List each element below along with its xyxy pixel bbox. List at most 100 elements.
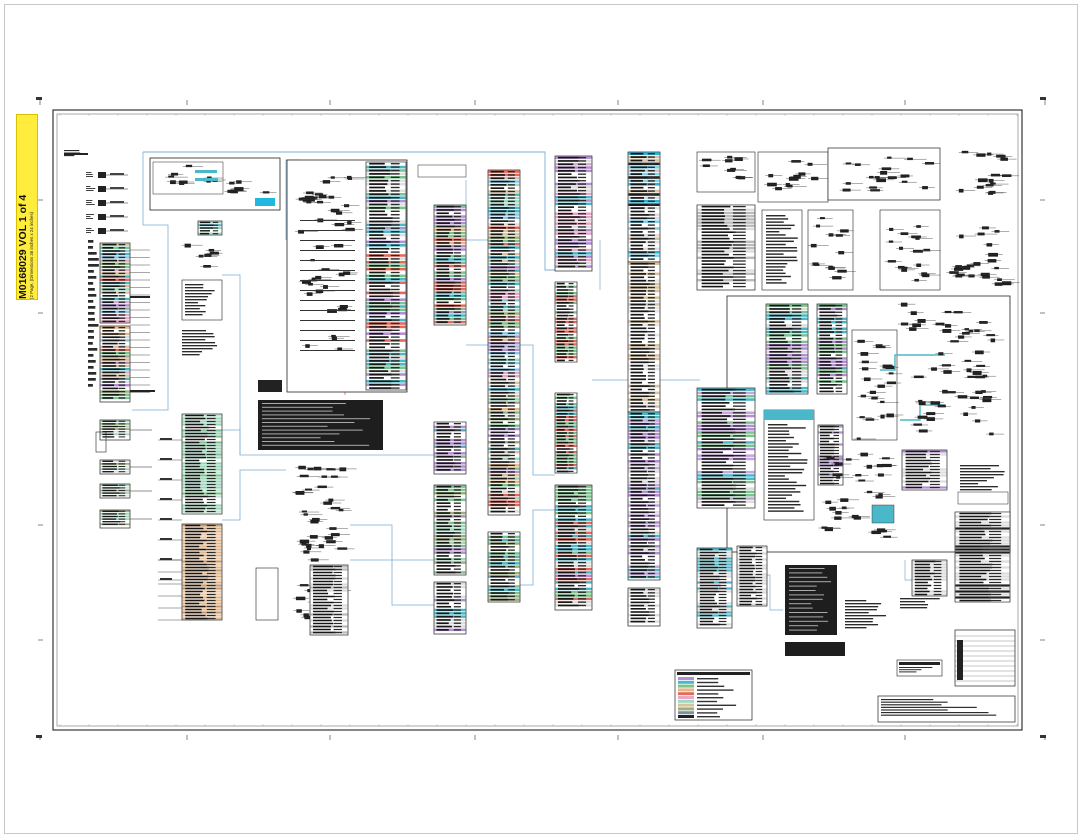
pin-number: [647, 443, 655, 445]
component-symbol: [918, 401, 926, 405]
pin-number: [507, 552, 515, 555]
pin-label: [630, 334, 645, 336]
pin-label: [630, 324, 643, 326]
pin-number: [507, 467, 515, 470]
pin-label: [630, 559, 645, 561]
pin-label: [490, 494, 504, 496]
pin-label: [102, 423, 116, 425]
pin-label: [436, 288, 454, 290]
pin-label: [630, 200, 645, 203]
wiring-table-row: [789, 629, 817, 631]
pin-label: [490, 223, 504, 226]
component-symbol: [923, 248, 931, 251]
pin-number: [647, 611, 655, 613]
pin-label: [556, 425, 569, 428]
pin-number: [507, 425, 515, 427]
pin-label: [630, 395, 649, 398]
pin-label: [630, 572, 645, 575]
pin-label: [102, 352, 116, 354]
pin-row: [955, 545, 1010, 548]
pin-row: [697, 441, 755, 444]
pin-number: [507, 200, 515, 203]
pin-number: [577, 495, 587, 498]
pin-label: [630, 494, 648, 497]
pin-number: [933, 584, 942, 587]
legend: [674, 669, 753, 721]
pin-number: [568, 330, 574, 333]
pin-label: [556, 334, 569, 336]
pin-number: [929, 474, 940, 477]
pin-label: [490, 471, 507, 473]
pin-row: [818, 434, 843, 437]
pin-number: [755, 561, 763, 564]
pin-label: [557, 196, 579, 199]
pin-label: [369, 258, 389, 260]
pin-label: [914, 566, 931, 569]
pin-number: [833, 425, 839, 428]
pin-number: [568, 321, 574, 323]
pin-number: [453, 258, 461, 261]
pin-number: [507, 378, 515, 381]
pin-label: [557, 489, 579, 491]
pin-number: [732, 418, 746, 421]
text-line: [86, 174, 93, 175]
pin-row: [488, 299, 520, 302]
text-line: [88, 324, 99, 327]
pin-row: [697, 608, 732, 611]
pin-number: [647, 535, 655, 537]
component-symbol: [990, 182, 996, 185]
pin-number: [718, 623, 727, 626]
pin-row: [817, 353, 847, 357]
component-symbol: [306, 546, 312, 551]
pin-number: [577, 492, 587, 494]
pin-label: [436, 522, 449, 524]
pin-label: [185, 492, 204, 495]
pin-number: [732, 395, 746, 397]
pin-label: [819, 318, 835, 320]
pin-number: [507, 243, 515, 245]
pin-number: [507, 532, 515, 535]
pin-number: [507, 441, 515, 443]
pin-number: [206, 453, 216, 456]
pin-label: [369, 383, 392, 386]
pin-label: [769, 357, 792, 360]
pin-row: [434, 301, 466, 304]
pin-row: [628, 296, 660, 299]
pin-number: [212, 233, 219, 235]
pin-label: [557, 574, 576, 577]
pin-row: [697, 548, 732, 551]
pin-number: [453, 505, 461, 508]
pin-label: [557, 222, 577, 225]
wire-label: [160, 438, 172, 440]
pin-number: [568, 438, 574, 441]
legend-swatch: [678, 696, 694, 699]
wire-label: [110, 173, 124, 175]
component-symbol: [913, 375, 924, 379]
text-line: [88, 258, 99, 261]
pin-number: [732, 282, 746, 285]
pin-row: [697, 395, 755, 398]
pin-row: [488, 411, 520, 414]
pin-label: [369, 213, 388, 216]
pin-number: [577, 601, 587, 603]
pin-label: [185, 429, 201, 432]
pin-label: [630, 176, 649, 179]
bottom-connector: [736, 545, 768, 607]
pin-row: [912, 587, 947, 590]
pin-number: [647, 538, 655, 541]
pin-label: [436, 314, 449, 317]
pin-number: [568, 295, 574, 298]
pin-number: [577, 505, 587, 508]
pin-row: [434, 294, 466, 297]
pin-number: [647, 467, 655, 469]
header-bar: [64, 153, 88, 155]
pin-label: [102, 263, 116, 265]
pin-row: [100, 269, 130, 272]
pin-number: [647, 153, 655, 155]
pin-label: [630, 237, 649, 240]
fuse-panel: [158, 220, 223, 621]
pin-label: [699, 590, 720, 593]
title-block: [877, 629, 1016, 723]
pin-number: [453, 606, 461, 608]
pin-number: [647, 221, 655, 223]
